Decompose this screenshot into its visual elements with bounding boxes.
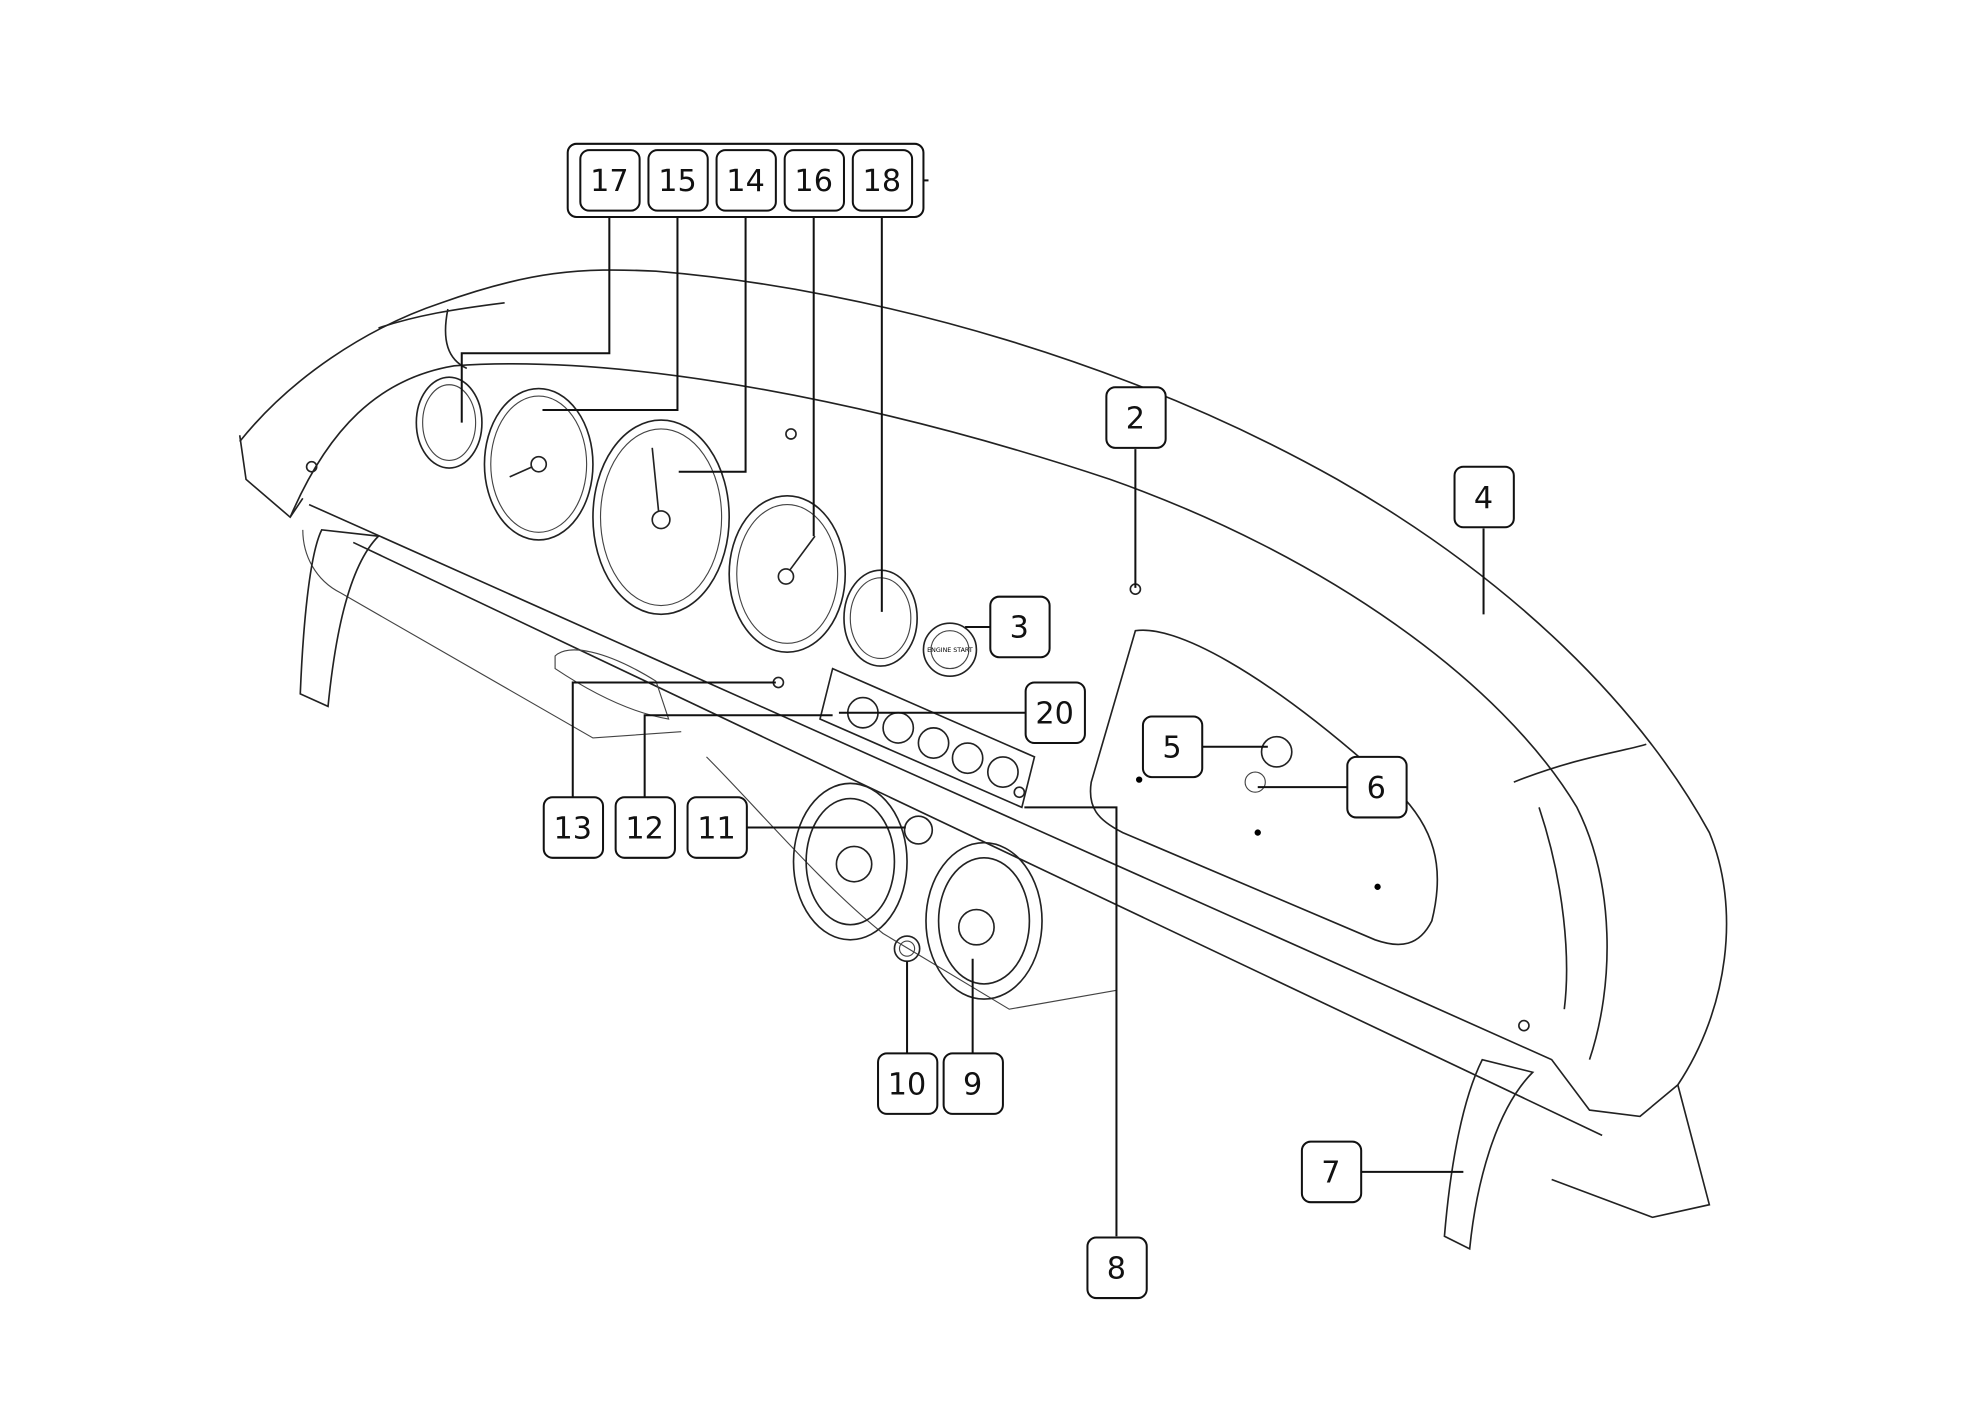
callout-label: 11 <box>697 811 736 846</box>
callout-13: 13 <box>542 796 605 859</box>
callout-7: 7 <box>1300 1140 1363 1204</box>
callout-label: 2 <box>1126 401 1145 436</box>
callout-label: 5 <box>1162 731 1181 766</box>
glovebox-panel <box>1089 629 1439 946</box>
callout-18: 18 <box>851 149 914 212</box>
callout-label: 16 <box>794 164 833 199</box>
callout-label: 10 <box>888 1067 927 1102</box>
grab-handles <box>299 528 1535 1251</box>
callout-14: 14 <box>715 149 777 212</box>
callout-label: 4 <box>1474 481 1493 516</box>
callout-2: 2 <box>1105 386 1167 449</box>
screws <box>305 428 1530 1032</box>
callout-label: 7 <box>1321 1156 1340 1191</box>
callout-15: 15 <box>647 149 709 212</box>
callout-8: 8 <box>1086 1236 1148 1300</box>
callout-10: 10 <box>877 1052 939 1115</box>
callout-5: 5 <box>1141 715 1204 779</box>
callout-label: 20 <box>1035 697 1074 732</box>
callout-9: 9 <box>942 1052 1004 1115</box>
callout-17: 17 <box>579 149 641 212</box>
callout-12: 12 <box>614 796 676 859</box>
leader-lines <box>460 179 1485 1237</box>
callout-label: 3 <box>1010 611 1029 646</box>
callout-label: 14 <box>726 164 765 199</box>
callout-label: 15 <box>658 164 697 199</box>
callout-16: 16 <box>783 149 845 212</box>
callout-label: 6 <box>1367 771 1386 806</box>
callout-20: 20 <box>1024 681 1086 745</box>
engine-start-label: ENGINE START <box>927 647 973 654</box>
callout-4: 4 <box>1453 465 1515 529</box>
callout-6: 6 <box>1346 755 1408 819</box>
toggle-switch-panel <box>819 667 1036 845</box>
callout-label: 12 <box>625 811 664 846</box>
callout-label: 13 <box>553 811 592 846</box>
callout-11: 11 <box>686 796 748 859</box>
callout-3: 3 <box>989 595 1051 659</box>
callout-label: 9 <box>963 1067 982 1102</box>
callout-label: 8 <box>1107 1252 1126 1287</box>
callout-label: 18 <box>863 164 902 199</box>
callout-label: 17 <box>590 164 629 199</box>
gauges: ENGINE START <box>415 376 978 677</box>
